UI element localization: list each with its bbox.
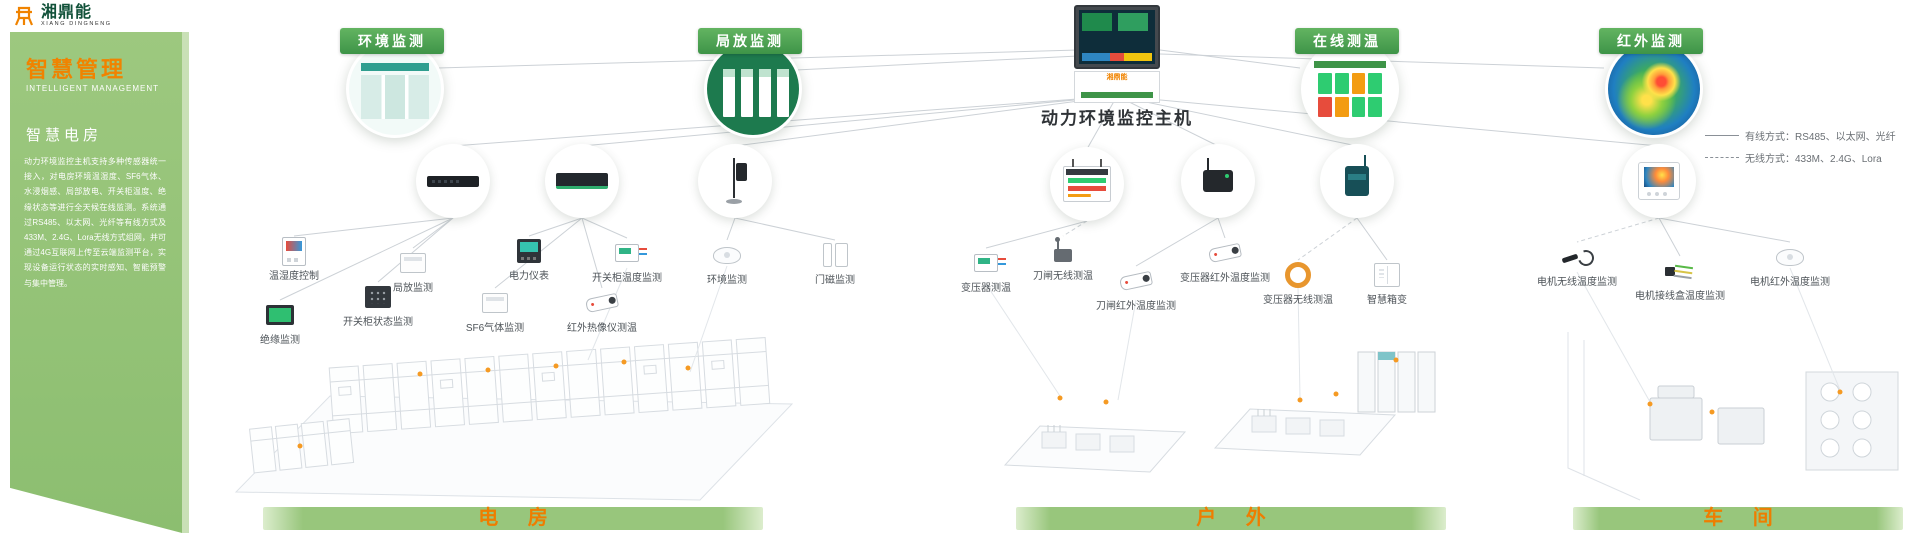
node-thermal-display-panel xyxy=(1622,144,1696,218)
junction-box-connector-icon xyxy=(1625,254,1735,288)
ribbon-online-temperature-measurement: 在线测温 xyxy=(1295,28,1399,54)
device-switchgear-temperature-monitor: 开关柜温度监测 xyxy=(572,236,682,285)
device-smart-box-transformer: 智慧箱变 xyxy=(1332,258,1442,307)
device-motor-wireless-temperature: 电机无线温度监测 xyxy=(1522,240,1632,289)
node-wireless-gateway xyxy=(1320,144,1394,218)
host-brand-text: 湘鼎能 xyxy=(1106,74,1128,81)
device-motor-infrared-temperature: 电机红外温度监测 xyxy=(1735,240,1845,289)
legend-wireless-label: 无线方式：433M、2.4G、Lora xyxy=(1745,154,1882,165)
ribbon-infrared-monitoring: 红外监测 xyxy=(1599,28,1703,54)
zone-banner-outdoor: 户 外 xyxy=(1016,507,1446,530)
connection-legend: 有线方式：RS485、以太网、光纤 无线方式：433M、2.4G、Lora xyxy=(1705,128,1896,172)
host-monitor-frame xyxy=(1074,5,1160,69)
node-rack-server-2 xyxy=(545,144,619,218)
environment-dashboard-thumbnail xyxy=(349,43,441,135)
device-switch-wireless-temperature: 刀闸无线测温 xyxy=(1008,234,1118,283)
transformer-temperature-icon xyxy=(931,246,1041,280)
host-lower-panel: 湘鼎能 xyxy=(1074,71,1160,103)
scene-outdoor xyxy=(1003,351,1436,473)
motor-probe-icon xyxy=(1522,240,1632,274)
temperature-dashboard-thumbnail xyxy=(1304,43,1396,135)
node-antenna-gateway xyxy=(698,144,772,218)
zone-banner-workshop: 车 间 xyxy=(1573,507,1903,530)
smart-box-transformer-icon xyxy=(1332,258,1442,292)
node-temperature-display-host xyxy=(1050,147,1124,221)
monitoring-host-device: 湘鼎能 xyxy=(1074,5,1160,103)
partial-discharge-sensor-icon xyxy=(358,246,468,280)
device-transformer-temperature: 变压器测温 xyxy=(931,246,1041,295)
device-insulation-monitor: 绝缘监测 xyxy=(225,298,335,347)
sidebar-title-en: INTELLIGENT MANAGEMENT xyxy=(26,84,159,93)
sidebar-panel: 智慧管理 INTELLIGENT MANAGEMENT 智慧电房 动力环境监控主… xyxy=(10,32,182,533)
device-infrared-thermal-camera: 红外热像仪测温 xyxy=(547,286,657,335)
host-monitor-screen xyxy=(1079,10,1155,64)
scene-power-room xyxy=(234,337,794,501)
dashed-line-sample xyxy=(1705,157,1739,158)
host-label: 动力环境监控主机 xyxy=(1041,109,1193,128)
sidebar-edge-stripe xyxy=(182,32,189,533)
thermal-camera-icon xyxy=(547,286,657,320)
wireless-ring-sensor-icon xyxy=(1243,258,1353,292)
legend-wireless-row: 无线方式：433M、2.4G、Lora xyxy=(1705,150,1896,165)
sidebar-description: 动力环境监控主机支持多种传感器统一接入，对电房环境温湿度、SF6气体、水浸烟感、… xyxy=(24,157,166,288)
device-motor-junction-box-temperature: 电机接线盒温度监测 xyxy=(1625,254,1735,303)
device-transformer-infrared-temperature: 变压器红外温度监测 xyxy=(1170,236,1280,285)
device-sf6-gas-monitor: SF6气体监测 xyxy=(440,286,550,335)
wireless-sensor-icon xyxy=(1008,234,1118,268)
device-switchgear-status-monitor: 开关柜状态监测 xyxy=(323,280,433,329)
device-switch-infrared-temperature: 刀闸红外温度监测 xyxy=(1081,264,1191,313)
power-meter-icon xyxy=(474,234,584,268)
device-power-meter: 电力仪表 xyxy=(474,234,584,283)
brand-logo-text: 湘鼎能 XIANG DINGNENG xyxy=(41,4,112,28)
partial-discharge-dashboard-thumbnail xyxy=(707,43,799,135)
node-environment-monitoring xyxy=(346,40,444,138)
door-magnet-icon xyxy=(780,238,890,272)
node-infrared-monitoring xyxy=(1605,40,1703,138)
brand-logo: 湘鼎能 XIANG DINGNENG xyxy=(12,4,112,28)
ribbon-environment-monitoring: 环境监测 xyxy=(340,28,444,54)
legend-wired-row: 有线方式：RS485、以太网、光纤 xyxy=(1705,128,1896,143)
sensor-dots xyxy=(297,357,1843,449)
node-rack-server-1 xyxy=(416,144,490,218)
brand-name: 湘鼎能 xyxy=(41,4,93,21)
device-partial-discharge-sensor: 局放监测 xyxy=(358,246,468,295)
motor-infrared-sensor-icon xyxy=(1735,240,1845,274)
brand-logo-icon xyxy=(14,6,34,26)
node-wireless-receiver xyxy=(1181,144,1255,218)
insulation-monitor-icon xyxy=(225,298,335,332)
solid-line-sample xyxy=(1705,135,1739,136)
sidebar-title: 智慧管理 xyxy=(26,57,127,82)
device-door-magnet-sensor: 门磁监测 xyxy=(780,238,890,287)
brand-name-en: XIANG DINGNENG xyxy=(41,21,112,27)
temp-humidity-controller-icon xyxy=(239,234,349,268)
environment-sensor-icon xyxy=(672,238,782,272)
sidebar-section-title: 智慧电房 xyxy=(26,127,103,144)
sf6-gas-monitor-icon xyxy=(440,286,550,320)
zone-banner-power-room: 电 房 xyxy=(263,507,763,530)
node-partial-discharge-monitoring xyxy=(704,40,802,138)
infrared-thermal-thumbnail xyxy=(1608,43,1700,135)
switchgear-temperature-icon xyxy=(572,236,682,270)
device-transformer-wireless-temperature: 变压器无线测温 xyxy=(1243,258,1353,307)
device-environment-sensor: 环境监测 xyxy=(672,238,782,287)
device-temp-humidity-controller: 温湿度控制 xyxy=(239,234,349,283)
ribbon-partial-discharge-monitoring: 局放监测 xyxy=(698,28,802,54)
switchgear-status-icon xyxy=(323,280,433,314)
scene-workshop xyxy=(1567,332,1899,501)
node-online-temperature-measurement xyxy=(1301,40,1399,138)
legend-wired-label: 有线方式：RS485、以太网、光纤 xyxy=(1745,132,1896,143)
